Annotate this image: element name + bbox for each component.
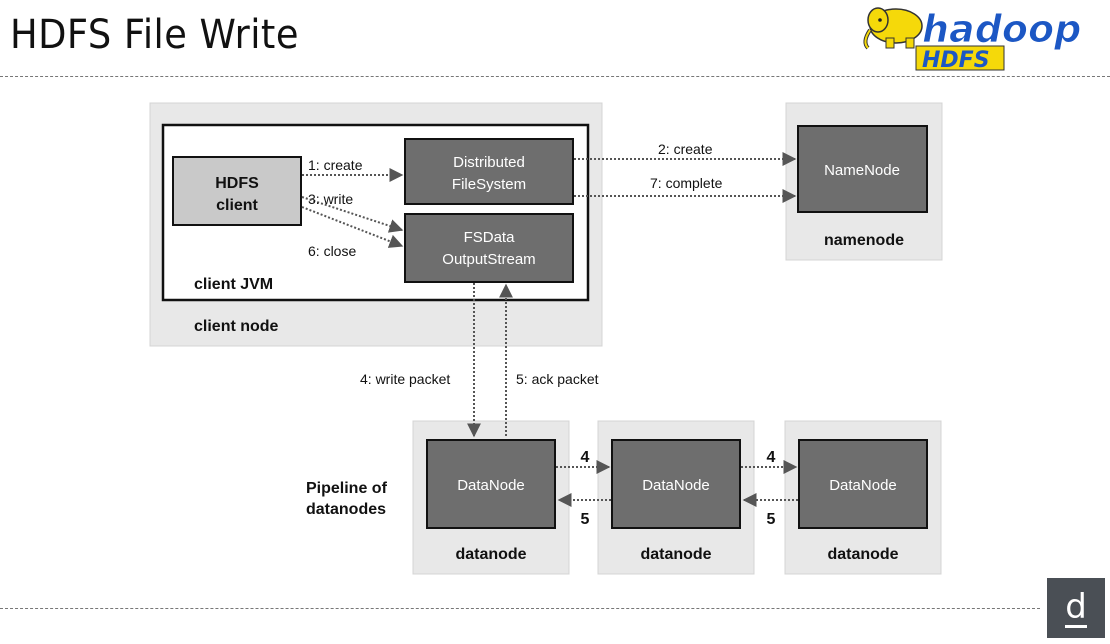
hdfs-client-label-line2: client bbox=[216, 197, 258, 214]
client-node-label: client node bbox=[194, 318, 279, 335]
logo-hdfs-text: HDFS bbox=[922, 48, 990, 72]
badge-letter: d bbox=[1065, 587, 1087, 627]
fsdata-outputstream-label-line1: FSData bbox=[464, 229, 516, 246]
pipeline-label-line2: datanodes bbox=[306, 501, 386, 518]
brand-badge: d bbox=[1047, 578, 1105, 638]
edge-label-write-packet-4: 4: write packet bbox=[360, 371, 450, 387]
namenode-box bbox=[797, 125, 928, 213]
slide-title: HDFS File Write bbox=[10, 12, 299, 58]
edge-write-3 bbox=[301, 196, 404, 233]
elephant-icon bbox=[863, 7, 923, 50]
edge-close-6 bbox=[301, 206, 404, 248]
edge-label-create-1: 1: create bbox=[308, 157, 363, 173]
pipeline-label-line1: Pipeline of bbox=[306, 480, 388, 497]
datanode-label-3: DataNode bbox=[829, 477, 897, 494]
edge-label-create-2: 2: create bbox=[658, 141, 713, 157]
distributed-filesystem-label-line1: Distributed bbox=[453, 154, 525, 171]
datanode-container-label-2: datanode bbox=[640, 546, 711, 563]
edge-label-complete-7: 7: complete bbox=[650, 175, 723, 191]
hadoop-hdfs-logo: hadoop HDFS bbox=[863, 7, 1082, 72]
edge-label-pipeline-back-2: 5 bbox=[767, 511, 776, 528]
client-jvm-label: client JVM bbox=[194, 276, 273, 293]
logo-wordmark: hadoop bbox=[922, 7, 1081, 51]
hdfs-client-label-line1: HDFS bbox=[215, 175, 259, 192]
namenode-container-label: namenode bbox=[824, 232, 904, 249]
distributed-filesystem-box bbox=[404, 138, 574, 205]
datanode-container-label-3: datanode bbox=[827, 546, 898, 563]
edge-label-write-3: 3: write bbox=[308, 191, 353, 207]
footer-divider bbox=[0, 608, 1040, 609]
datanode-box-2 bbox=[611, 439, 741, 529]
datanode-label-1: DataNode bbox=[457, 477, 525, 494]
datanode-label-2: DataNode bbox=[642, 477, 710, 494]
datanode-box-1 bbox=[426, 439, 556, 529]
namenode-label: NameNode bbox=[824, 162, 900, 179]
edge-label-pipeline-back-1: 5 bbox=[581, 511, 590, 528]
edge-label-ack-packet-5: 5: ack packet bbox=[516, 371, 599, 387]
edge-label-pipeline-forward-2: 4 bbox=[767, 449, 776, 466]
hdfs-client-box bbox=[172, 156, 302, 226]
datanode-box-3 bbox=[798, 439, 928, 529]
edge-label-pipeline-forward-1: 4 bbox=[581, 449, 590, 466]
edge-label-close-6: 6: close bbox=[308, 243, 356, 259]
title-divider bbox=[0, 76, 1110, 77]
fsdata-outputstream-box bbox=[404, 213, 574, 283]
distributed-filesystem-label-line2: FileSystem bbox=[452, 176, 526, 193]
datanode-container-label-1: datanode bbox=[455, 546, 526, 563]
d-logo-icon: d bbox=[1065, 587, 1087, 628]
fsdata-outputstream-label-line2: OutputStream bbox=[442, 251, 535, 268]
